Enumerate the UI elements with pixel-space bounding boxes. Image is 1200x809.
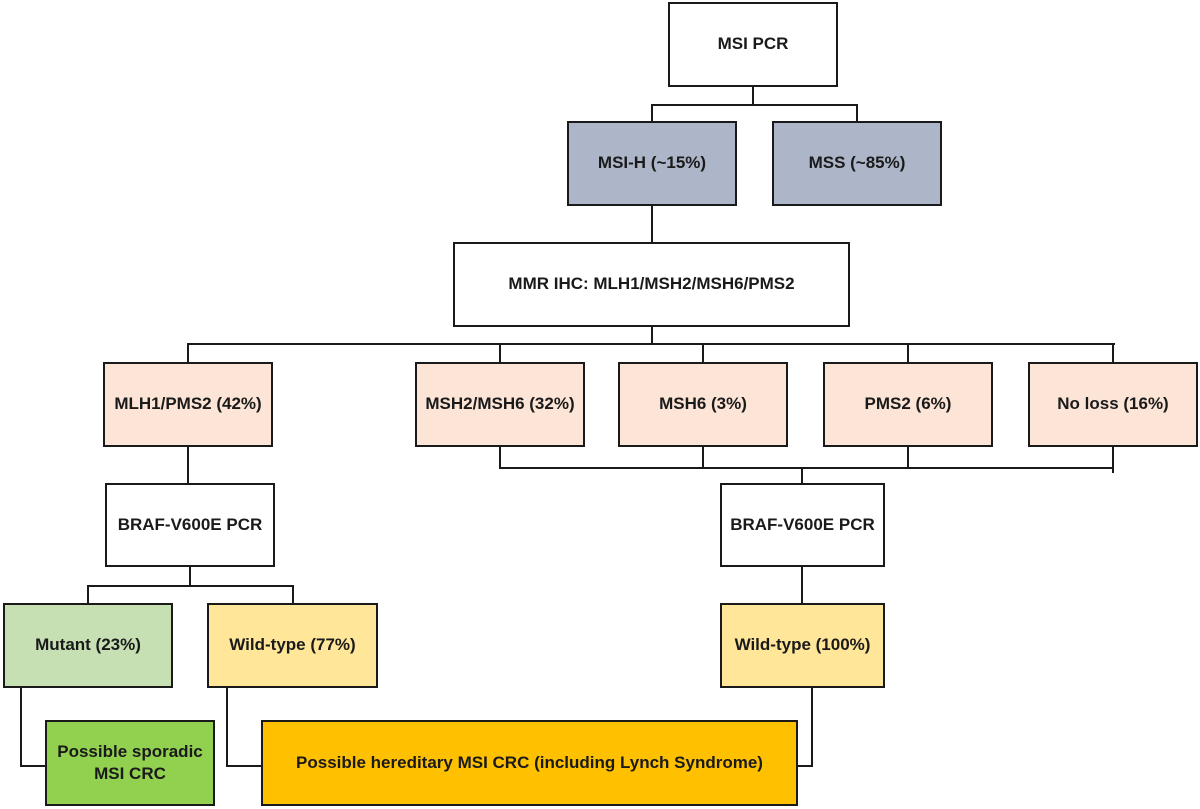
node-msh6: MSH6 (3%) [618, 362, 788, 447]
node-msi-pcr: MSI PCR [668, 2, 838, 87]
connector [1112, 447, 1114, 473]
connector [907, 447, 909, 469]
node-wild-type-100: Wild-type (100%) [720, 603, 885, 688]
connector [87, 585, 294, 587]
connector [87, 585, 89, 603]
connector [797, 765, 813, 767]
connector [752, 87, 754, 106]
connector [801, 467, 803, 483]
connector [1112, 343, 1114, 362]
node-mlh1-pms2: MLH1/PMS2 (42%) [103, 362, 273, 447]
connector [651, 206, 653, 242]
connector [856, 104, 858, 121]
connector [292, 585, 294, 603]
connector [226, 765, 263, 767]
node-msh2-msh6: MSH2/MSH6 (32%) [415, 362, 585, 447]
node-mutant: Mutant (23%) [3, 603, 173, 688]
node-braf-pcr-right: BRAF-V600E PCR [720, 483, 885, 567]
connector [651, 104, 858, 106]
connector [907, 343, 909, 362]
connector [189, 567, 191, 587]
node-mss: MSS (~85%) [772, 121, 942, 206]
connector [20, 765, 47, 767]
connector [20, 688, 22, 767]
connector [499, 467, 1114, 469]
node-pms2: PMS2 (6%) [823, 362, 993, 447]
connector [801, 567, 803, 603]
node-braf-pcr-left: BRAF-V600E PCR [105, 483, 275, 567]
connector [187, 343, 189, 362]
connector [702, 447, 704, 469]
connector [187, 343, 1115, 345]
connector [187, 447, 189, 483]
node-possible-sporadic-msi-crc: Possible sporadic MSI CRC [45, 720, 215, 806]
node-no-loss: No loss (16%) [1028, 362, 1198, 447]
connector [811, 688, 813, 767]
connector [651, 104, 653, 121]
connector [226, 688, 228, 767]
node-mmr-ihc: MMR IHC: MLH1/MSH2/MSH6/PMS2 [453, 242, 850, 327]
connector [499, 343, 501, 362]
connector [651, 327, 653, 345]
connector [499, 447, 501, 469]
node-msi-h: MSI-H (~15%) [567, 121, 737, 206]
node-possible-hereditary-msi-crc: Possible hereditary MSI CRC (including L… [261, 720, 798, 806]
node-wild-type-77: Wild-type (77%) [207, 603, 378, 688]
connector [702, 343, 704, 362]
